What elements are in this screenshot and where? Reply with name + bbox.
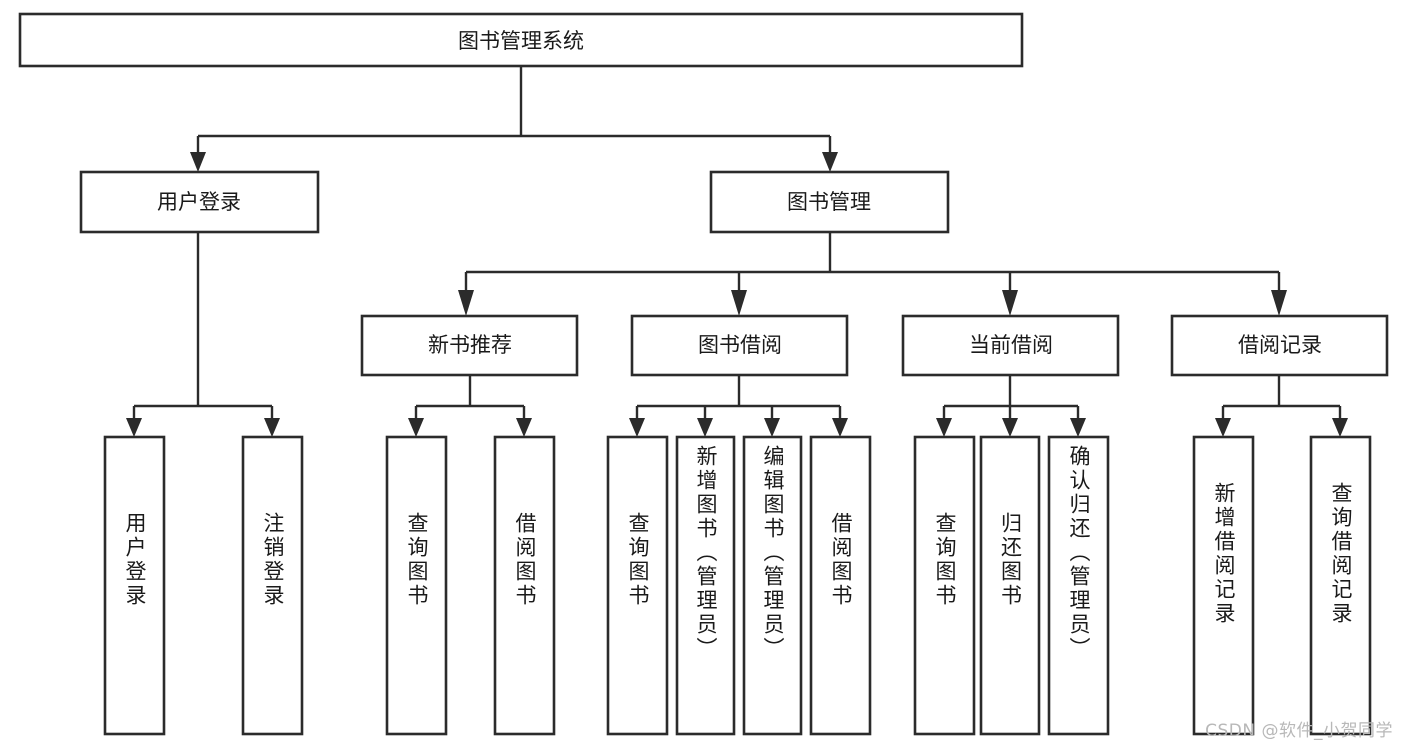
node-user-login-label: 用户登录 <box>157 190 241 214</box>
arrow-head-icon <box>408 418 424 437</box>
node-root-book-management-system[interactable]: 图书管理系统 <box>18 12 1024 68</box>
node-root-label: 图书管理系统 <box>458 29 584 53</box>
node-borrow-records[interactable]: 借阅记录 <box>1170 314 1389 377</box>
node-current-borrow[interactable]: 当前借阅 <box>901 314 1120 377</box>
arrow-head-icon <box>1215 418 1231 437</box>
arrow-head-icon <box>1002 418 1018 437</box>
arrow-head-icon <box>936 418 952 437</box>
arrow-head-icon <box>190 152 206 172</box>
leaf-box-user-login-1[interactable] <box>241 435 304 736</box>
node-current-borrow-label: 当前借阅 <box>969 333 1053 357</box>
arrow-head-icon <box>822 152 838 172</box>
leaf-box-current-borrow-0[interactable] <box>913 435 976 736</box>
arrow-head-icon <box>264 418 280 437</box>
node-book-borrow[interactable]: 图书借阅 <box>630 314 849 377</box>
node-new-book-recommend-box <box>360 314 579 377</box>
node-new-book-recommend[interactable]: 新书推荐 <box>360 314 579 377</box>
node-user-login-box <box>79 170 320 234</box>
node-book-management[interactable]: 图书管理 <box>709 170 950 234</box>
node-current-borrow-box <box>901 314 1120 377</box>
node-book-management-label: 图书管理 <box>787 190 871 214</box>
arrow-head-icon <box>1271 290 1287 316</box>
leaf-box-new-book-0[interactable] <box>385 435 448 736</box>
arrow-head-icon <box>1002 290 1018 316</box>
connector-bookborrow-to-leaves <box>629 375 848 437</box>
connector-userlogin-to-leaves <box>126 232 280 437</box>
connector-newbook-to-leaves <box>408 375 532 437</box>
connector-currentborrow-to-leaves <box>936 375 1086 437</box>
connector-root-to-level2 <box>190 66 838 172</box>
leaf-box-book-borrow-0[interactable] <box>606 435 669 736</box>
node-root-box <box>18 12 1024 68</box>
leaf-box-borrow-records-1[interactable] <box>1309 435 1372 736</box>
node-book-borrow-box <box>630 314 849 377</box>
arrow-head-icon <box>1332 418 1348 437</box>
node-borrow-records-box <box>1170 314 1389 377</box>
arrow-head-icon <box>126 418 142 437</box>
node-user-login[interactable]: 用户登录 <box>79 170 320 234</box>
leaf-box-current-borrow-2[interactable] <box>1047 435 1110 736</box>
arrow-head-icon <box>458 290 474 316</box>
arrow-head-icon <box>731 290 747 316</box>
leaf-box-book-borrow-2[interactable] <box>742 435 803 736</box>
node-borrow-records-label: 借阅记录 <box>1238 333 1322 357</box>
node-new-book-recommend-label: 新书推荐 <box>428 333 512 357</box>
arrow-head-icon <box>629 418 645 437</box>
arrow-head-icon <box>764 418 780 437</box>
arrow-head-icon <box>832 418 848 437</box>
leaf-box-new-book-1[interactable] <box>493 435 556 736</box>
node-book-borrow-label: 图书借阅 <box>698 333 782 357</box>
watermark-text: CSDN @软件_小贺同学 <box>1205 721 1393 741</box>
leaf-box-current-borrow-1[interactable] <box>979 435 1041 736</box>
arrow-head-icon <box>697 418 713 437</box>
node-book-management-box <box>709 170 950 234</box>
arrow-head-icon <box>516 418 532 437</box>
leaf-box-book-borrow-3[interactable] <box>809 435 872 736</box>
leaf-box-book-borrow-1[interactable] <box>675 435 736 736</box>
leaf-box-borrow-records-0[interactable] <box>1192 435 1255 736</box>
arrow-head-icon <box>1070 418 1086 437</box>
connector-borrowrecord-to-leaves <box>1215 375 1348 437</box>
leaf-box-user-login-0[interactable] <box>103 435 166 736</box>
connector-bookmgmt-to-level3 <box>458 232 1287 316</box>
